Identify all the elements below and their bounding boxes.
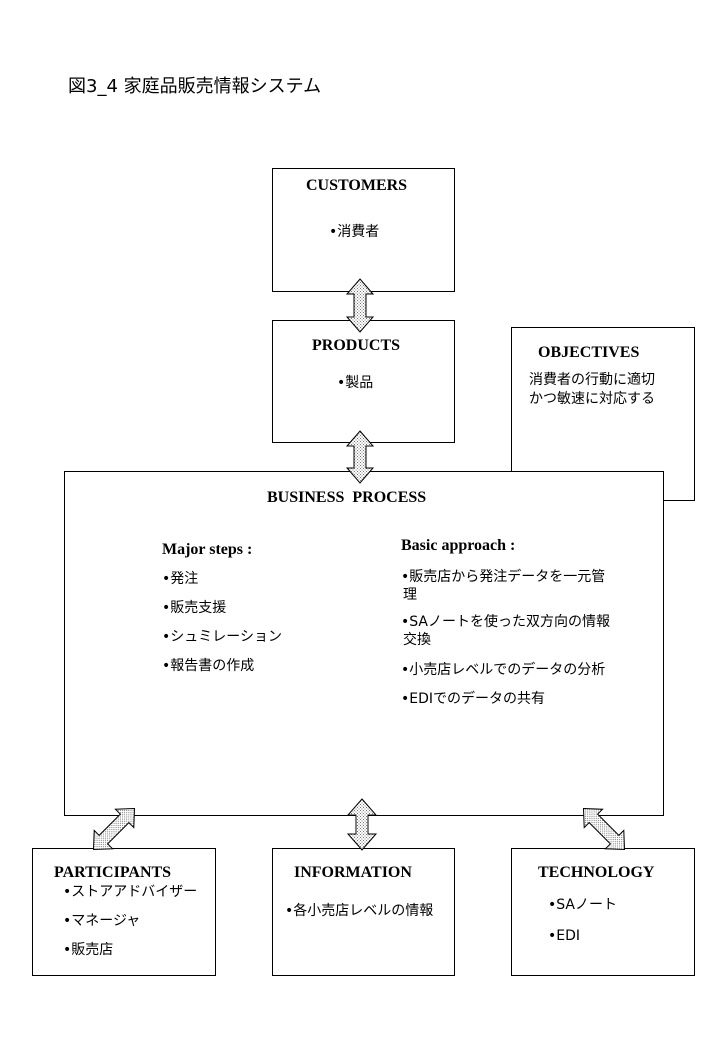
major-step-item: •報告書の作成	[162, 658, 255, 674]
process-technology-arrow	[582, 807, 626, 851]
technology-item: •SAノート	[548, 897, 617, 913]
participants-item: •販売店	[63, 942, 114, 958]
objectives-line: かつ敏速に対応する	[529, 391, 655, 407]
major-step-item: •販売支援	[162, 600, 227, 616]
information-title: INFORMATION	[294, 864, 412, 881]
customers-box: CUSTOMERS •消費者	[272, 168, 455, 292]
objectives-line: 消費者の行動に適切	[529, 372, 655, 388]
information-item: •各小売店レベルの情報	[285, 903, 434, 919]
products-title: PRODUCTS	[312, 337, 401, 354]
basic-approach-item: •EDIでのデータの共有	[401, 691, 546, 707]
business-process-title: BUSINESS PROCESS	[267, 489, 427, 506]
basic-approach-item-cont: 交換	[403, 632, 431, 648]
participants-item: •ストアアドバイザー	[63, 884, 198, 900]
figure-title: 図3_4 家庭品販売情報システム	[68, 76, 322, 97]
customers-products-arrow	[345, 278, 375, 333]
participants-title: PARTICIPANTS	[54, 864, 172, 881]
basic-approach-item-cont: 理	[403, 587, 417, 603]
products-process-arrow	[345, 430, 375, 484]
major-step-item: •発注	[162, 571, 199, 587]
technology-item: •EDI	[548, 928, 581, 944]
business-process-box: BUSINESS PROCESS Major steps : •発注 •販売支援…	[64, 471, 664, 816]
technology-title: TECHNOLOGY	[538, 864, 655, 881]
basic-approach-item: •小売店レベルでのデータの分析	[401, 662, 606, 678]
products-item: •製品	[337, 375, 374, 391]
basic-approach-item: •販売店から発注データを一元管	[401, 569, 606, 585]
major-steps-heading: Major steps :	[162, 541, 253, 558]
major-step-item: •シュミレーション	[162, 629, 282, 645]
basic-approach-item: •SAノートを使った双方向の情報	[401, 614, 610, 630]
customers-title: CUSTOMERS	[306, 177, 408, 194]
participants-item: •マネージャ	[63, 913, 141, 929]
basic-approach-heading: Basic approach :	[401, 537, 516, 554]
technology-box: TECHNOLOGY •SAノート •EDI	[511, 848, 695, 976]
customers-item: •消費者	[329, 224, 380, 240]
process-participants-arrow	[92, 807, 136, 851]
process-information-arrow	[346, 798, 378, 851]
objectives-title: OBJECTIVES	[538, 344, 640, 361]
participants-box: PARTICIPANTS •ストアアドバイザー •マネージャ •販売店	[32, 848, 216, 976]
